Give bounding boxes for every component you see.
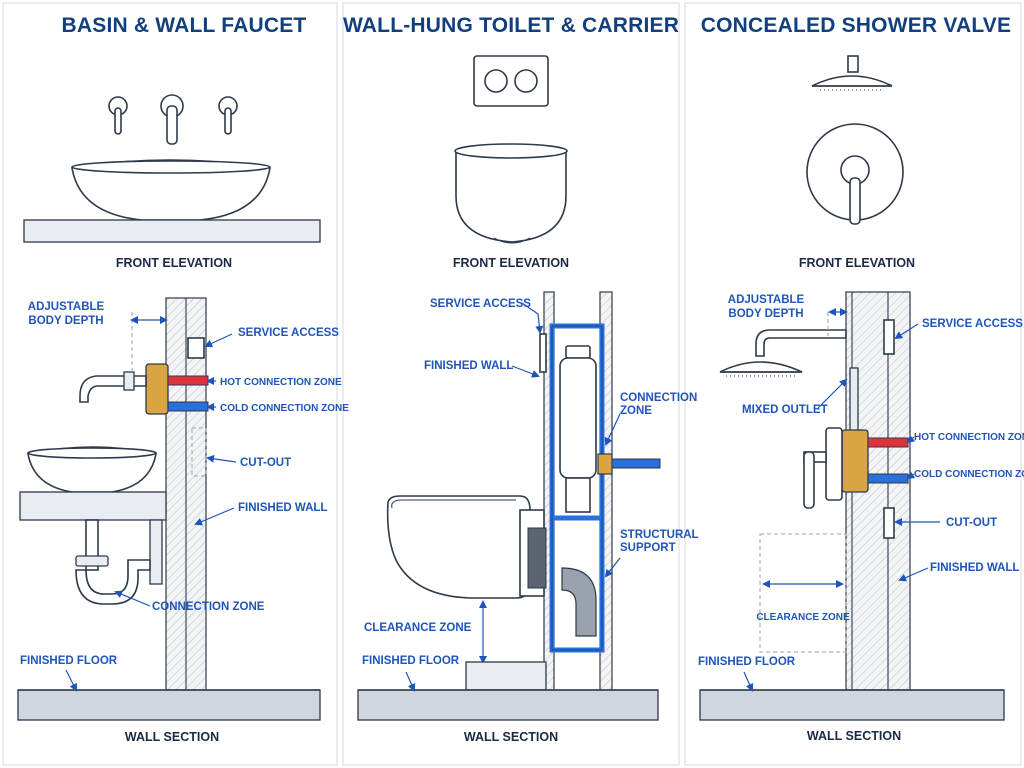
panel-frame-shower [684, 2, 1022, 766]
service-access-panel [883, 319, 895, 355]
p-trap-icon [75, 519, 163, 605]
valve-body [145, 363, 169, 415]
panel-title: BASIN & WALL FAUCET [62, 14, 307, 37]
label-connection-zone-line2: ZONE [620, 405, 652, 417]
panel-frame-toilet [342, 2, 680, 766]
vessel-basin-icon [71, 159, 271, 221]
flush-plate-icon [473, 55, 549, 107]
label-finished-wall: FINISHED WALL [424, 360, 513, 372]
service-access-plate [539, 333, 547, 373]
elevation-caption: FRONT ELEVATION [799, 256, 915, 270]
label-clearance-zone: CLEARANCE ZONE [364, 622, 472, 634]
cold-pipe [167, 401, 209, 412]
label-adjustable-body-depth-line2: BODY DEPTH [728, 308, 803, 320]
shower-front-elevation: FRONT ELEVATION [799, 55, 915, 270]
finished-floor-slab [699, 689, 1005, 721]
label-finished-wall: FINISHED WALL [238, 502, 327, 514]
hot-pipe [867, 437, 909, 448]
wall-spout-icon [79, 375, 147, 403]
cold-pipe [867, 473, 909, 484]
label-connection-zone-line1: CONNECTION [620, 392, 697, 404]
label-hot-connection-zone: HOT CONNECTION ZONE [914, 432, 1024, 443]
concealed-cistern-icon [559, 345, 597, 513]
shower-arm-icon [755, 329, 847, 357]
rain-shower-head-icon [811, 55, 893, 91]
panel-wall-hung-toilet: WALL-HUNG TOILET & CARRIER FRONT ELEVATI… [343, 14, 699, 744]
label-clearance-zone: CLEARANCE ZONE [756, 612, 850, 623]
panel-basin-wall-faucet: BASIN & WALL FAUCET FRONT ELEVATION [17, 14, 349, 744]
cold-supply-pipe [611, 458, 661, 469]
label-finished-wall: FINISHED WALL [930, 562, 1019, 574]
vanity-counter [23, 219, 321, 243]
faucet-handle-right-icon [218, 96, 238, 135]
valve-lever-side-icon [803, 427, 843, 509]
cut-out-outline [883, 507, 895, 539]
label-finished-floor: FINISHED FLOOR [698, 656, 796, 668]
section-shower-head-icon [719, 361, 803, 373]
shower-wall-section: ADJUSTABLE BODY DEPTH CLEARANCE ZONE SER… [698, 291, 1024, 743]
elevation-caption: FRONT ELEVATION [116, 256, 232, 270]
service-access-panel [187, 337, 205, 359]
label-adjustable-body-depth-line2: BODY DEPTH [28, 315, 103, 327]
panel-concealed-shower-valve: CONCEALED SHOWER VALVE FRONT ELEVATION [698, 14, 1024, 743]
floor-plinth [465, 661, 547, 691]
basin-front-elevation: FRONT ELEVATION [23, 94, 321, 270]
label-adjustable-body-depth-line1: ADJUSTABLE [28, 301, 105, 313]
clearance-zone-box [759, 533, 847, 653]
faucet-spout-icon [160, 94, 184, 145]
elevation-caption: FRONT ELEVATION [453, 256, 569, 270]
label-service-access: SERVICE ACCESS [238, 327, 339, 339]
toilet-wall-section: SERVICE ACCESS FINISHED WALL CONNECTION … [357, 291, 699, 744]
label-adjustable-body-depth-line1: ADJUSTABLE [728, 294, 805, 306]
faucet-handle-left-icon [108, 96, 128, 135]
panel-title: CONCEALED SHOWER VALVE [701, 14, 1011, 37]
supply-valve [597, 453, 613, 475]
section-counter [19, 491, 167, 521]
valve-body [841, 429, 869, 493]
label-cut-out: CUT-OUT [240, 457, 291, 469]
label-structural-support-line1: STRUCTURAL [620, 529, 699, 541]
section-caption: WALL SECTION [464, 730, 558, 744]
label-service-access: SERVICE ACCESS [922, 318, 1023, 330]
label-mixed-outlet: MIXED OUTLET [742, 404, 828, 416]
finished-floor-slab [17, 689, 321, 721]
toilet-front-elevation: FRONT ELEVATION [453, 55, 569, 270]
carrier-frame [549, 323, 605, 653]
finished-floor-slab [357, 689, 659, 721]
section-basin-icon [27, 446, 157, 493]
label-finished-floor: FINISHED FLOOR [362, 655, 460, 667]
panel-title: WALL-HUNG TOILET & CARRIER [343, 14, 679, 37]
label-service-access: SERVICE ACCESS [430, 298, 531, 310]
hot-pipe [167, 375, 209, 386]
waste-bend-icon [561, 567, 597, 637]
label-cut-out: CUT-OUT [946, 517, 997, 529]
label-structural-support-line2: SUPPORT [620, 542, 676, 554]
shower-valve-trim-icon [806, 123, 904, 225]
label-cold-connection-zone: COLD CONNECTION ZONE [914, 469, 1024, 480]
mixed-outlet-riser [849, 367, 859, 433]
label-hot-connection-zone: HOT CONNECTION ZONE [220, 377, 342, 388]
section-caption: WALL SECTION [807, 729, 901, 743]
cut-out-outline [191, 427, 207, 477]
section-caption: WALL SECTION [125, 730, 219, 744]
wall-hung-toilet-front-icon [454, 143, 568, 244]
panel-frame-basin [2, 2, 338, 766]
wall-hung-toilet-side-icon [386, 495, 547, 599]
basin-wall-section: ADJUSTABLE BODY DEPTH SERVICE ACCESS HOT… [17, 297, 349, 744]
label-connection-zone: CONNECTION ZONE [152, 601, 265, 613]
label-cold-connection-zone: COLD CONNECTION ZONE [220, 403, 349, 414]
label-finished-floor: FINISHED FLOOR [20, 655, 118, 667]
